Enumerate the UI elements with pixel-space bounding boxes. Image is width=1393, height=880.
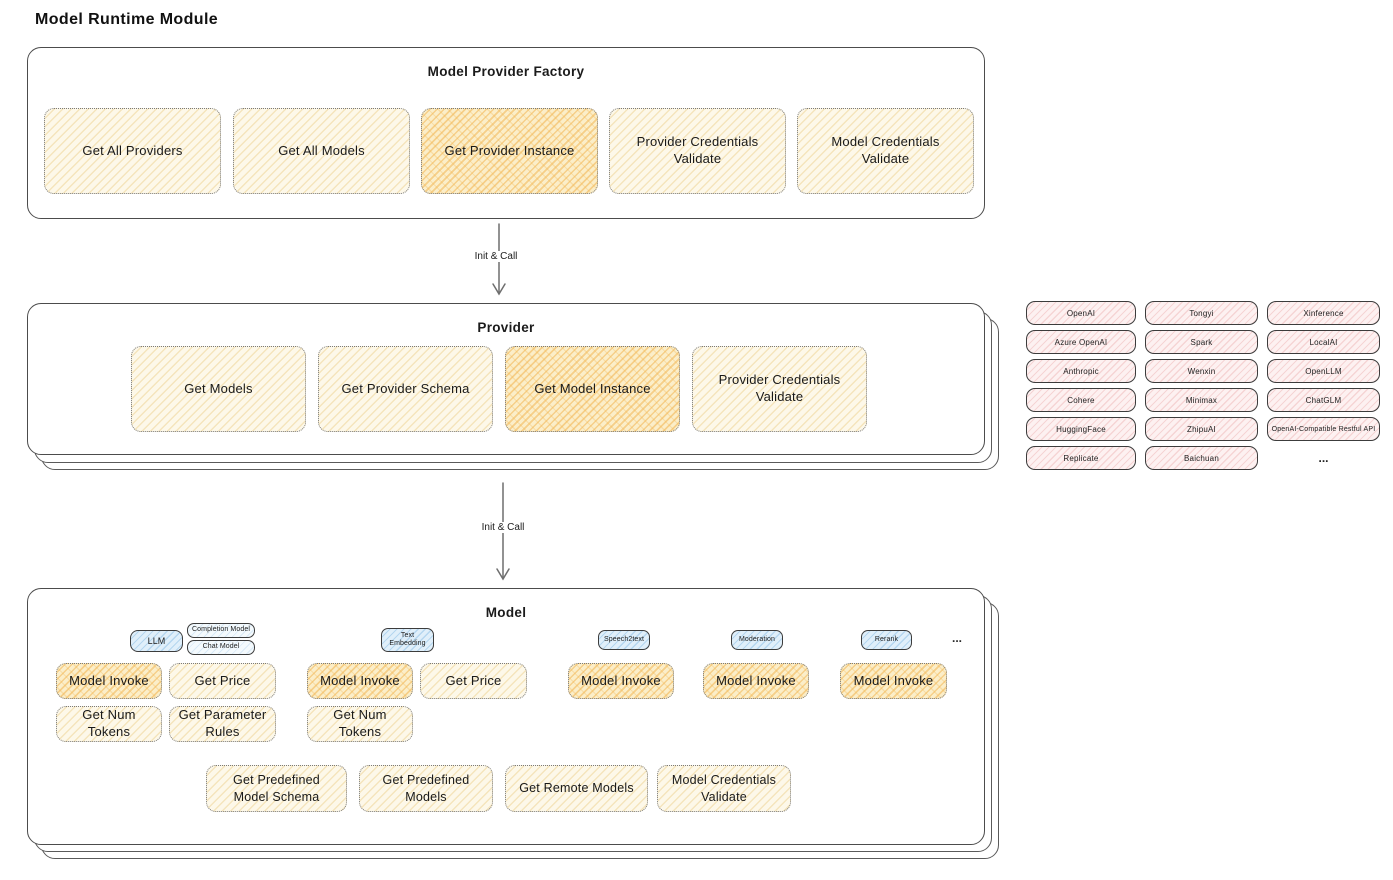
- model-credentials-validate-node2: Model Credentials Validate: [657, 765, 791, 812]
- provider-chip-wenxin: Wenxin: [1145, 359, 1258, 383]
- model-box-title: Model: [485, 605, 527, 620]
- provider-chip-anthropic: Anthropic: [1026, 359, 1136, 383]
- rerank-model-invoke-node: Model Invoke: [840, 663, 947, 699]
- provider-chip-ellipsis: ...: [1318, 451, 1329, 465]
- factory-box-title: Model Provider Factory: [427, 64, 585, 79]
- provider-chip-openai: OpenAI: [1026, 301, 1136, 325]
- get-all-providers-node: Get All Providers: [44, 108, 221, 194]
- provider-chip-tongyi: Tongyi: [1145, 301, 1258, 325]
- provider-credentials-validate-node: Provider Credentials Validate: [609, 108, 786, 194]
- model-credentials-validate-node: Model Credentials Validate: [797, 108, 974, 194]
- provider-chip-minimax: Minimax: [1145, 388, 1258, 412]
- provider-chip-replicate: Replicate: [1026, 446, 1136, 470]
- arrow2-label: Init & Call: [477, 522, 529, 533]
- provider-box: Provider Get Models Get Provider Schema …: [27, 303, 985, 455]
- tab-moderation: Moderation: [731, 630, 783, 650]
- tab-text-embedding: Text Embedding: [381, 628, 434, 652]
- moderation-model-invoke-node: Model Invoke: [703, 663, 809, 699]
- get-all-models-node: Get All Models: [233, 108, 410, 194]
- embedding-model-invoke-node: Model Invoke: [307, 663, 413, 699]
- embedding-get-num-tokens-node: Get Num Tokens: [307, 706, 413, 742]
- get-provider-schema-node: Get Provider Schema: [318, 346, 493, 432]
- tab-completion-model: Completion Model: [187, 623, 255, 638]
- llm-get-parameter-rules-node: Get Parameter Rules: [169, 706, 276, 742]
- provider-chip-grid: OpenAI Tongyi Xinference Azure OpenAI Sp…: [1026, 301, 1380, 470]
- provider-chip-baichuan: Baichuan: [1145, 446, 1258, 470]
- provider-chip-spark: Spark: [1145, 330, 1258, 354]
- tabs-ellipsis: ...: [952, 631, 963, 645]
- provider-box-title: Provider: [477, 320, 535, 335]
- tab-llm: LLM: [130, 630, 183, 652]
- arrow1-label: Init & Call: [470, 251, 522, 262]
- llm-model-invoke-node: Model Invoke: [56, 663, 162, 699]
- speech2text-model-invoke-node: Model Invoke: [568, 663, 674, 699]
- get-model-instance-node: Get Model Instance: [505, 346, 680, 432]
- provider-chip-huggingface: HuggingFace: [1026, 417, 1136, 441]
- provider-chip-zhipuai: ZhipuAI: [1145, 417, 1258, 441]
- provider-chip-cohere: Cohere: [1026, 388, 1136, 412]
- llm-get-price-node: Get Price: [169, 663, 276, 699]
- model-provider-factory-box: Model Provider Factory Get All Providers…: [27, 47, 985, 219]
- tab-chat-model: Chat Model: [187, 640, 255, 655]
- llm-get-num-tokens-node: Get Num Tokens: [56, 706, 162, 742]
- provider-chip-localai: LocalAI: [1267, 330, 1380, 354]
- get-provider-instance-node: Get Provider Instance: [421, 108, 598, 194]
- get-remote-models-node: Get Remote Models: [505, 765, 648, 812]
- get-models-node: Get Models: [131, 346, 306, 432]
- provider-chip-xinference: Xinference: [1267, 301, 1380, 325]
- embedding-get-price-node: Get Price: [420, 663, 527, 699]
- provider-chip-azure-openai: Azure OpenAI: [1026, 330, 1136, 354]
- page-title: Model Runtime Module: [35, 11, 219, 28]
- provider-credentials-validate-node2: Provider Credentials Validate: [692, 346, 867, 432]
- get-predefined-models-node: Get Predefined Models: [359, 765, 493, 812]
- provider-chip-chatglm: ChatGLM: [1267, 388, 1380, 412]
- model-box: Model LLM Completion Model Chat Model Te…: [27, 588, 985, 845]
- provider-chip-openai-compatible: OpenAI-Compatible Restful API: [1267, 417, 1380, 441]
- tab-rerank: Rerank: [861, 630, 912, 650]
- provider-chip-openllm: OpenLLM: [1267, 359, 1380, 383]
- get-predefined-model-schema-node: Get Predefined Model Schema: [206, 765, 347, 812]
- tab-speech2text: Speech2text: [598, 630, 650, 650]
